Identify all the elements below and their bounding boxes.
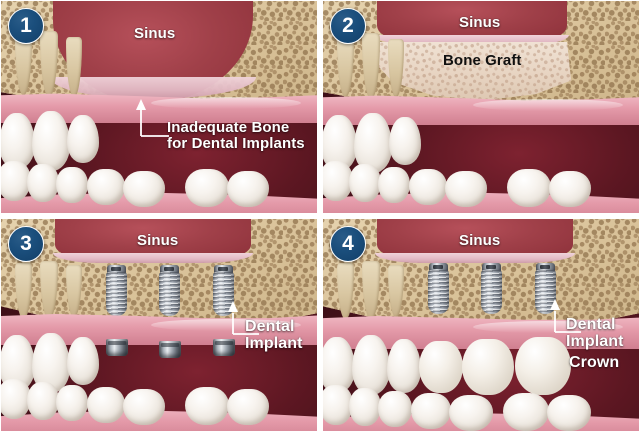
tooth-root [15,35,32,95]
implant-threaded-body [481,270,502,314]
tooth [323,337,355,393]
tooth-root [337,263,354,319]
implant-screw-slot [433,265,443,269]
crown-callout-label: Crown [569,354,620,371]
implant-threaded-body [428,270,449,314]
panel-number-badge: 4 [330,226,366,262]
tooth [123,171,165,207]
tooth [323,161,353,201]
tooth [27,382,59,420]
sinus-membrane [375,253,575,263]
implant-crown [419,341,463,393]
tooth [227,171,269,207]
tooth [67,115,99,163]
implant-screw-slot [218,267,228,271]
tooth [503,393,549,431]
panel-1-inadequate-bone[interactable]: 1 Sinus Inadequate Bone for Dental Impla… [1,1,317,213]
tooth [378,391,412,427]
tooth [409,169,447,205]
sinus-cavity [55,219,251,257]
dental-implant [159,265,180,321]
tooth [411,393,451,429]
tooth [56,167,88,203]
tooth [123,389,165,425]
implant-abutment [106,339,128,356]
implant-screw-slot [540,265,550,269]
dental-implant [106,265,127,321]
tooth [323,385,353,425]
implant-screw-slot [486,265,496,269]
tooth [378,167,410,203]
panel-3-implant-placement[interactable]: 3 Sinus Dental Implant [1,219,317,431]
implant-threaded-body [106,272,127,316]
implant-threaded-body [213,272,234,316]
sinus-label: Sinus [134,25,176,42]
tooth-root [362,261,380,319]
tooth [1,113,35,169]
tooth [547,395,591,431]
panel-number-badge: 3 [8,226,44,262]
tooth [87,169,125,205]
bone-graft-label: Bone Graft [443,52,522,69]
tooth [445,171,487,207]
tooth [449,395,493,431]
sinus-label: Sinus [137,232,179,249]
tooth [67,337,99,385]
tooth [185,169,229,207]
tooth [1,161,31,201]
sinus-membrane [375,35,569,46]
panel-4-crowns-restored[interactable]: 4 Sinus Dental Implant Crown [323,219,639,431]
tooth [27,164,59,202]
sinus-label: Sinus [459,14,501,31]
tooth [549,171,591,207]
inadequate-bone-callout-label: Inadequate Bone for Dental Implants [167,119,305,152]
tooth [185,387,229,425]
implant-threaded-body [535,270,556,314]
tooth-root [388,265,404,317]
tooth-root [388,39,404,97]
sinus-membrane [53,253,253,263]
dental-implant-callout-label: Dental Implant [566,316,624,350]
tooth [352,335,390,395]
tooth [354,113,392,173]
tooth [87,387,125,423]
implant-threaded-body [159,272,180,316]
sinus-cavity [377,219,573,257]
tooth [32,111,70,171]
tooth [56,385,88,421]
panel-2-bone-graft[interactable]: 2 Sinus Bone Graft [323,1,639,213]
sinus-cavity [377,1,567,39]
panel-number-badge: 2 [330,8,366,44]
implant-screw-slot [111,267,121,271]
tooth [1,379,31,419]
dental-implant [481,263,502,319]
implant-crown [462,339,514,395]
tooth-root [15,263,32,319]
dental-implant [428,263,449,319]
dental-implant [213,265,234,321]
implant-screw-slot [164,267,174,271]
dental-implant-callout-label: Dental Implant [245,318,303,352]
implant-abutment [159,341,181,358]
tooth-root [337,37,354,97]
tooth [227,389,269,425]
implant-crown [515,337,571,395]
sinus-label: Sinus [459,232,501,249]
tooth-root [66,37,82,97]
tooth [507,169,551,207]
panel-number-badge: 1 [8,8,44,44]
tooth-root [40,31,58,97]
tooth-root [66,265,82,317]
tooth [387,339,421,393]
sinus-membrane [50,77,256,99]
implant-abutment [213,339,235,356]
tooth [349,164,381,202]
tooth [349,388,381,426]
dental-implant [535,263,556,319]
tooth-root [40,261,58,319]
tooth-root [362,33,380,99]
tooth [389,117,421,165]
